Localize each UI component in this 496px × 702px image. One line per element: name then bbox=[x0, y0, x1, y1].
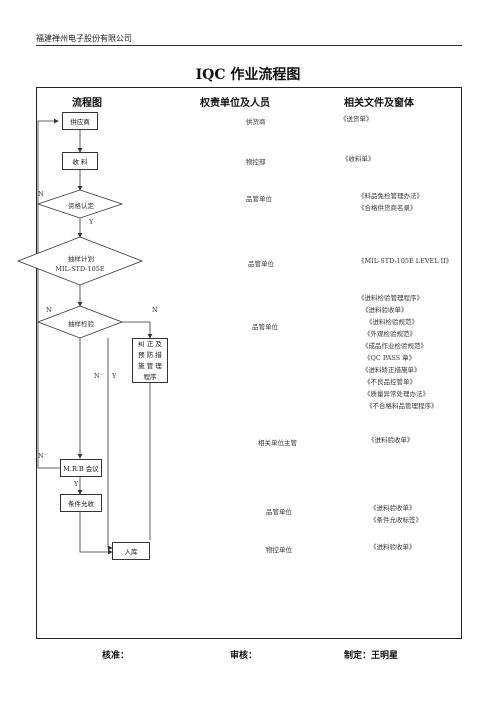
corrective-action-box: 纠 正 及 预 防 措 施 管 理程序 bbox=[132, 338, 168, 383]
document-item: 《进料检验规范》 bbox=[366, 318, 418, 326]
header-rule bbox=[36, 45, 462, 46]
sampling-label-1: 抽样计划 bbox=[68, 255, 94, 263]
responsible-row8: 物控单位 bbox=[266, 546, 292, 554]
label-n: N bbox=[94, 372, 100, 380]
footer-approval: 核准： bbox=[102, 651, 130, 661]
label-y: Y bbox=[89, 218, 94, 226]
label-n: N bbox=[152, 306, 158, 314]
document-item: 《合格供货商名录》 bbox=[358, 204, 417, 212]
document-item: 《料品免检管理办法》 bbox=[358, 192, 423, 200]
label-y: Y bbox=[112, 372, 117, 380]
inspection-label: 抽样检验 bbox=[68, 320, 94, 328]
document-item: 《不合格料品管理程序》 bbox=[366, 402, 438, 410]
responsible-row1: 供货商 bbox=[246, 118, 266, 126]
receive-box: 收 料 bbox=[62, 152, 98, 170]
document-item: 《MIL-STD-105E LEVEL II》 bbox=[358, 257, 453, 265]
documents-row3: 《料品免检管理办法》 《合格供货商名录》 bbox=[358, 190, 423, 214]
documents-row8: 《进料验收单》 bbox=[370, 541, 416, 553]
document-item: 《进料验收单》 bbox=[370, 504, 416, 512]
documents-row2: 《收料单》 bbox=[342, 153, 375, 165]
qualification-label: 资格认定 bbox=[68, 202, 94, 210]
responsible-row6: 相关单位主管 bbox=[258, 439, 297, 447]
document-item: 《成品作业检验规范》 bbox=[362, 342, 427, 350]
document-item: 《条件允收标签》 bbox=[370, 516, 422, 524]
responsible-row5: 品管单位 bbox=[252, 323, 278, 331]
responsible-row3: 品管单位 bbox=[246, 195, 272, 203]
documents-row5: 《进料检验管理程序》 《进料验收单》 《进料检验规范》 《外观检验规范》 《成品… bbox=[358, 292, 438, 412]
flowchart-frame bbox=[36, 87, 462, 639]
documents-row6: 《进料验收单》 bbox=[368, 434, 414, 446]
warehouse-box: 入库 bbox=[112, 542, 150, 560]
document-item: 《不良品控管单》 bbox=[364, 378, 416, 386]
document-item: 《进料验收单》 bbox=[370, 543, 416, 551]
sampling-diamond bbox=[16, 236, 144, 286]
document-item: 《进料验收单》 bbox=[368, 436, 414, 444]
conditional-acceptance-box: 条件允收 bbox=[60, 494, 102, 512]
label-n: N bbox=[38, 452, 44, 460]
document-item: 《收料单》 bbox=[342, 155, 375, 163]
responsible-row2: 物控部 bbox=[246, 158, 266, 166]
company-name: 福建禅州电子股份有限公司 bbox=[36, 34, 132, 43]
column-header-responsible: 权责单位及人员 bbox=[200, 98, 270, 109]
qualification-diamond bbox=[36, 189, 124, 219]
document-item: 《送货单》 bbox=[340, 115, 373, 123]
document-item: 《QC PASS 章》 bbox=[364, 354, 416, 362]
document-item: 《进料检验管理程序》 bbox=[358, 294, 423, 302]
document-item: 《进料验收单》 bbox=[362, 306, 408, 314]
mrb-meeting-box: M.R.B 会议 bbox=[60, 459, 102, 477]
footer-prepared-by: 制定：王明星 bbox=[344, 651, 399, 661]
documents-row4: 《MIL-STD-105E LEVEL II》 bbox=[358, 255, 452, 267]
page-title: IQC 作业流程图 bbox=[195, 67, 301, 83]
column-header-documents: 相关文件及窗体 bbox=[344, 98, 414, 109]
document-item: 《质量异常处理办法》 bbox=[364, 390, 429, 398]
documents-row7: 《进料验收单》 《条件允收标签》 bbox=[370, 502, 422, 526]
sampling-label-2: MIL-STD-105E bbox=[55, 265, 105, 273]
responsible-row4: 品管单位 bbox=[248, 260, 274, 268]
inspection-diamond bbox=[36, 305, 124, 339]
column-header-flow: 流程图 bbox=[72, 98, 102, 109]
document-item: 《进料矫正措施单》 bbox=[362, 366, 421, 374]
label-n: N bbox=[46, 306, 52, 314]
footer-review: 审核： bbox=[230, 651, 258, 661]
documents-row1: 《送货单》 bbox=[340, 113, 373, 125]
document-item: 《外观检验规范》 bbox=[364, 330, 416, 338]
label-y: Y bbox=[74, 480, 79, 488]
supplier-box: 供应商 bbox=[62, 112, 98, 130]
label-n: N bbox=[38, 190, 44, 198]
responsible-row7: 品管单位 bbox=[266, 508, 292, 516]
